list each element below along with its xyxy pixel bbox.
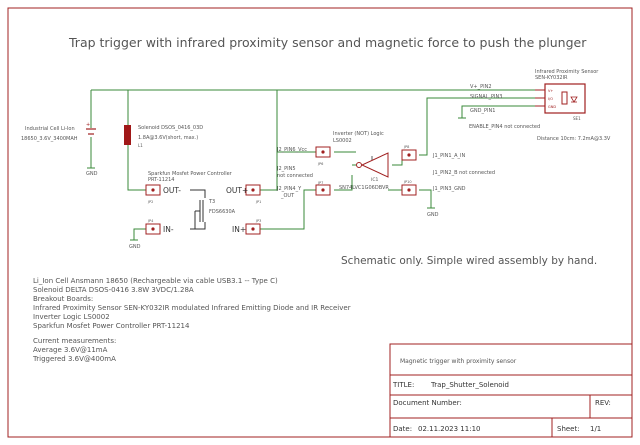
sensor-distance: Distance 10cm: 7.2mA@3.3V	[537, 136, 611, 142]
not-gate-symbol	[352, 152, 389, 178]
bom-line-2: Solenoid DELTA DSOS-0416 3.8W 3VDC/1.28A	[33, 286, 194, 294]
sensor-signal-label: SIGNAL_PIN3	[470, 94, 502, 100]
mosfet-connectors	[145, 184, 261, 235]
j2-pin4-label: J2_PIN4_Y	[276, 186, 302, 192]
inverter-chip: SN74LVC1G06DBVR	[339, 185, 389, 191]
out-plus-label: OUT+	[226, 186, 248, 195]
solenoid-spec: 1.8A@3.6V(short, max.)	[138, 135, 198, 141]
j2-pin5-note: not connected	[277, 173, 313, 179]
transistor-ref: T3	[208, 199, 215, 205]
bom-block: Li_Ion Cell Ansmann 18650 (Rechargeable …	[32, 277, 351, 363]
jp2-box	[145, 184, 161, 196]
measure-line-1: Current measurements:	[33, 337, 116, 345]
bom-line-4: Infrared Proximity Sensor SEN-KY032IR mo…	[33, 304, 351, 312]
jp7-ref: JP7	[317, 181, 323, 185]
title-label: TITLE:	[392, 381, 414, 389]
mosfet-gnd-label: GND	[129, 244, 141, 250]
solenoid-name: Solenoid DSOS_0416_03D	[138, 125, 203, 131]
wires	[90, 89, 535, 240]
transistor-symbol	[190, 189, 206, 230]
jp1-ref: JP1	[255, 200, 261, 204]
sensor-part: SEN-KY032IR	[535, 75, 568, 81]
wire-sensor-gnd	[461, 105, 535, 118]
j2-pin5-label: J2_PIN5	[276, 166, 296, 172]
jp2-ref: JP2	[147, 200, 153, 204]
sensor-pin-io: I/O	[548, 97, 553, 101]
title-block-desc: Magnetic trigger with proximity sensor	[400, 358, 517, 365]
wire-inplus	[260, 189, 316, 230]
inverter-gnd-label: GND	[427, 212, 439, 218]
inverter-name: Inverter (NOT) Logic	[333, 131, 384, 137]
title-block-frame	[389, 343, 633, 438]
in-minus-label: IN-	[163, 225, 174, 234]
inverter-pins	[321, 150, 411, 192]
date-label: Date:	[393, 425, 412, 433]
wire-inv-out	[334, 175, 353, 191]
mosfet-part: PRT-11214	[148, 177, 174, 183]
j1-pin1-label: J1_PIN1_A_IN	[432, 153, 465, 159]
inverter-part: LS0002	[333, 138, 352, 144]
battery-symbol	[86, 128, 96, 135]
jp6-ref: JP6	[317, 162, 323, 166]
wire-outplus	[260, 152, 278, 191]
rev-label: REV:	[595, 399, 611, 407]
battery-plus: +	[86, 122, 90, 128]
battery-label-1: Industrial Cell Li-Ion	[25, 126, 75, 132]
battery-gnd-label: GND	[86, 171, 98, 177]
mosfet-pins	[151, 188, 255, 231]
jp3-box	[245, 223, 261, 235]
j1-pin3-label: J1_PIN3_GND	[432, 186, 466, 192]
j1-pin2-label: J1_PIN2_B not connected	[432, 170, 495, 176]
jp4-box	[145, 223, 161, 235]
jp10-ref: JP10	[403, 180, 412, 184]
jp3-ref: JP3	[255, 219, 261, 223]
sensor-ref: SE1	[573, 116, 581, 121]
docnum-label: Document Number:	[393, 399, 462, 407]
jp8-ref: JP8	[403, 145, 409, 149]
schematic-note: Schematic only. Simple wired assembly by…	[341, 255, 597, 267]
sensor-vplus-label: V+_PIN2	[470, 84, 492, 90]
sheet-frame	[7, 7, 633, 438]
out-minus-label: OUT-	[163, 186, 181, 195]
jp1-box	[245, 184, 261, 196]
date-value: 02.11.2023 11:10	[418, 425, 480, 433]
mosfet-name: Sparkfun Mosfet Power Controller	[148, 171, 233, 177]
wire-solenoid-out	[127, 145, 146, 191]
measure-line-3: Triggered 3.6V@400mA	[32, 355, 116, 363]
sensor-pin-gnd: GND	[548, 105, 556, 109]
wire-j1-gnd	[419, 189, 432, 208]
wire-signal	[419, 97, 535, 156]
sensor-pins	[535, 89, 578, 107]
bom-line-6: Sparkfun Mosfet Power Controller PRT-112…	[33, 322, 190, 330]
j2-pin4-out: _OUT	[280, 193, 295, 199]
inverter-ref: IC1	[371, 177, 378, 183]
sensor-pin-vplus: V+	[548, 89, 553, 93]
solenoid-ref: L1	[138, 143, 143, 148]
j2-pin6-label: J2_PIN6_Vcc	[276, 147, 307, 153]
measure-line-2: Average 3.6V@11mA	[33, 346, 108, 354]
gnd-symbols	[87, 117, 466, 241]
wire-inminus-gnd	[133, 228, 146, 240]
sheet-label: Sheet:	[557, 425, 580, 433]
inverter-connectors	[315, 146, 417, 196]
solenoid-symbol	[124, 125, 131, 145]
transistor-part: FDS6630A	[209, 209, 236, 215]
battery-label-2: 18650_3.6V_3400MAH	[21, 136, 78, 142]
schematic-title: Trap trigger with infrared proximity sen…	[68, 35, 587, 50]
title-value: Trap_Shutter_Solenoid	[430, 381, 509, 389]
bom-line-3: Breakout Boards:	[33, 295, 93, 303]
sheet-value: 1/1	[590, 425, 601, 433]
wire-inv-in	[392, 155, 403, 166]
sensor-gnd-label: GND_PIN1	[470, 108, 495, 114]
jp4-ref: JP4	[147, 219, 154, 223]
sensor-name: Infrared Proximity Sensor	[535, 69, 599, 75]
sensor-enable-label: ENABLE_PIN4 not connected	[469, 124, 540, 130]
bom-line-1: Li_Ion Cell Ansmann 18650 (Rechargeable …	[33, 277, 278, 285]
in-plus-label: IN+	[232, 225, 246, 234]
bom-line-5: Inverter Logic LS0002	[33, 313, 110, 321]
